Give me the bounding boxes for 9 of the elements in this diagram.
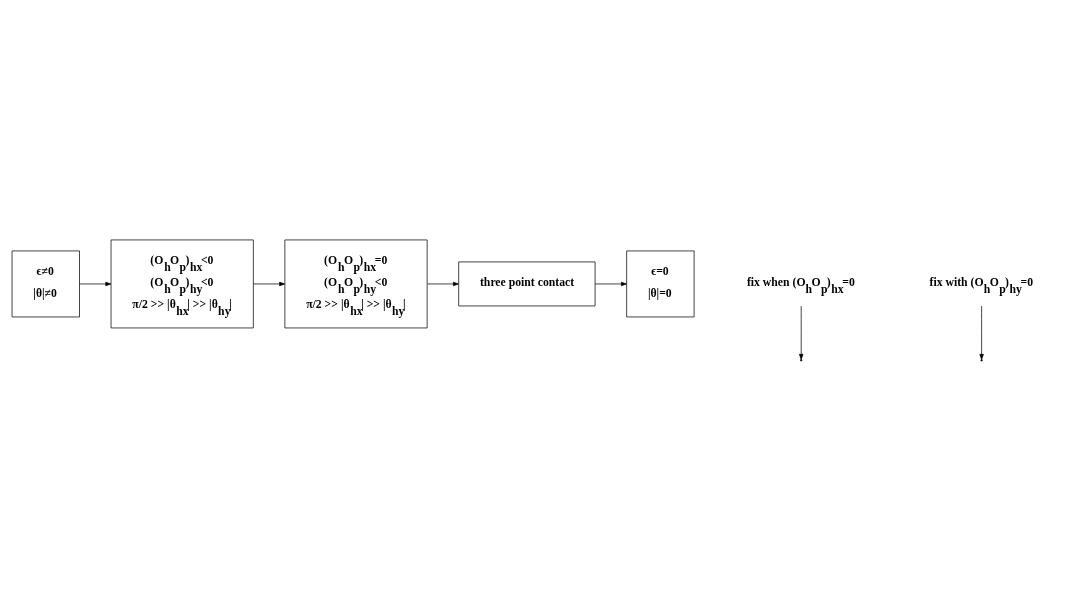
arrow — [594, 281, 627, 286]
arrow — [799, 305, 804, 360]
node-box: three point contact — [458, 261, 596, 306]
arrow — [427, 281, 459, 286]
arrow — [979, 305, 984, 360]
arrow — [79, 281, 112, 286]
arrow — [253, 281, 286, 286]
node-box: ϵ≠0 |θ|≠0 — [11, 250, 80, 317]
node-box: ϵ=0 |θ|=0 — [626, 250, 695, 317]
